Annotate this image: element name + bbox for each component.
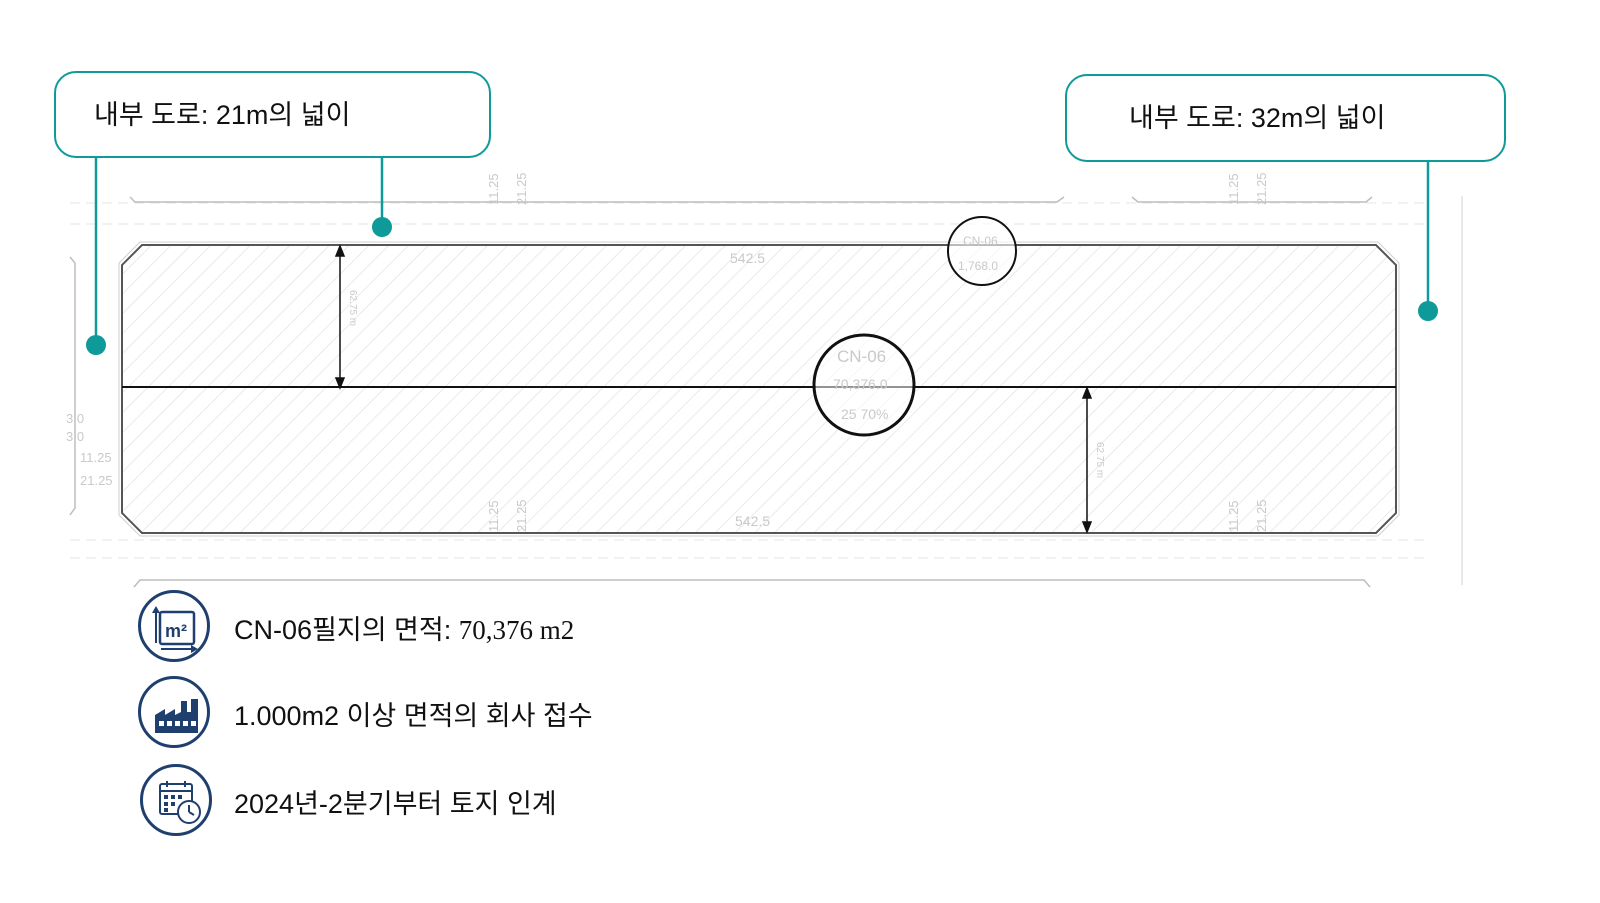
road-dim-labels-left: 3.0 3.0 11.25 21.25 <box>66 411 113 488</box>
info-area-value: 70,376 m2 <box>458 615 575 645</box>
road-dim-label: 21.25 <box>514 172 529 205</box>
dimension-lower <box>1081 385 1093 535</box>
area-m2-icon: m² <box>138 590 210 662</box>
road-dim-label: 11.25 <box>486 173 501 205</box>
road-dim-label: 3.0 <box>66 429 84 444</box>
left-parcel-edge <box>69 256 76 516</box>
info-company-text: 1.000m2 이상 면적의 회사 접수 <box>234 701 593 731</box>
callout-leaders <box>86 158 1438 355</box>
calendar-clock-icon <box>140 764 212 836</box>
callout-left-text: 내부 도로: 21m의 넓이 <box>94 100 351 130</box>
road-dim-labels-top: 11.25 21.25 11.25 21.25 <box>486 172 1269 205</box>
callout-inner-road-32m: 내부 도로: 32m의 넓이 <box>1065 74 1506 162</box>
parcel-outline-outer <box>118 241 1400 537</box>
info-area-text: CN-06필지의 면적: 70,376 m2 <box>234 608 574 647</box>
center-circle-sub: 25 70% <box>841 406 888 422</box>
dimension-upper <box>334 243 346 391</box>
callout-inner-road-21m: 내부 도로: 21m의 넓이 <box>54 71 491 158</box>
road-dim-label: 11.25 <box>80 450 112 465</box>
top-length-label: 542.5 <box>730 250 765 266</box>
top-marker-circle <box>947 216 1017 286</box>
factory-icon <box>138 676 210 748</box>
bottom-length-label: 542.5 <box>735 513 770 529</box>
callout-right-text: 내부 도로: 32m의 넓이 <box>1129 103 1386 133</box>
center-circle-label: CN-06 <box>837 347 886 366</box>
top-road-segments <box>129 196 1373 203</box>
leader-dot-right <box>1418 301 1438 321</box>
leader-dot-left <box>86 335 106 355</box>
road-dim-label: 21.25 <box>1254 172 1269 205</box>
road-dim-label: 11.25 <box>486 500 501 532</box>
road-dim-label: 21.25 <box>1254 499 1269 532</box>
center-marker-circle <box>812 333 916 437</box>
road-dim-label: 21.25 <box>514 499 529 532</box>
parcel-cn06 <box>121 244 1397 534</box>
road-dim-label: 21.25 <box>80 473 113 488</box>
info-area-label: CN-06필지의 면적: <box>234 615 459 645</box>
road-dim-label: 3.0 <box>66 411 84 426</box>
bottom-road-segment <box>133 579 1371 588</box>
top-circle-label: CN-06 <box>963 234 998 248</box>
info-handover-text: 2024년-2분기부터 토지 인계 <box>234 789 557 819</box>
road-dim-labels-bottom: 11.25 21.25 11.25 21.25 <box>486 499 1269 532</box>
dimension-upper-label: 62.75 m <box>347 290 358 326</box>
road-dim-label: 11.25 <box>1226 500 1241 532</box>
road-dim-label: 11.25 <box>1226 173 1241 205</box>
top-circle-area: 1,768.0 <box>958 259 998 273</box>
leader-dot-left-inner <box>372 217 392 237</box>
center-circle-area: 70,376.0 <box>833 376 888 392</box>
svg-text:m²: m² <box>165 621 187 641</box>
dimension-lower-label: 62.75 m <box>1094 442 1105 478</box>
road-guides <box>70 202 1430 559</box>
